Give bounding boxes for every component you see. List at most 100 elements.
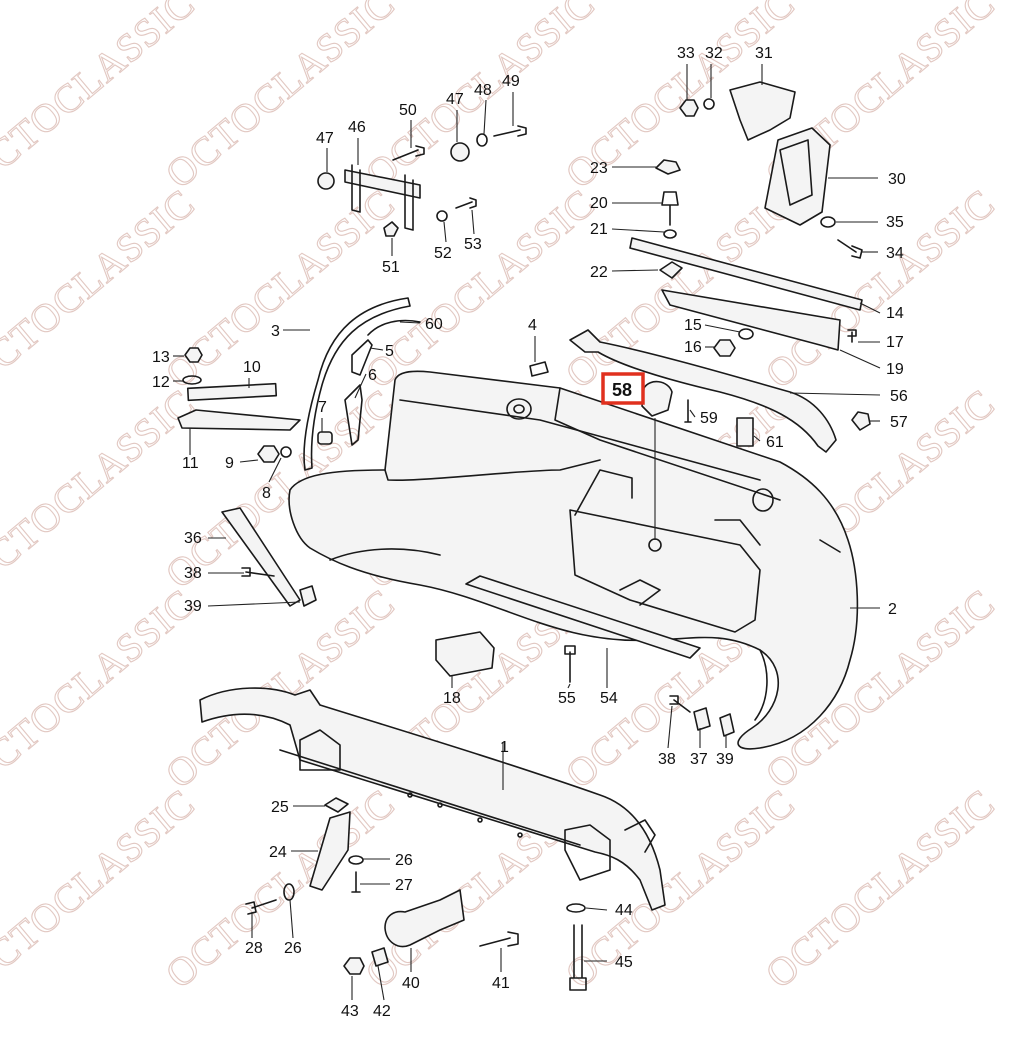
clip-part-22 [659,261,683,279]
label-22: 22 [590,264,608,281]
label-12: 12 [152,374,170,391]
label-20: 20 [590,195,608,212]
bumper-shell-part-2 [288,370,859,750]
reinforcement-beam-part-1 [199,687,666,911]
label-24: 24 [269,844,287,861]
washer-part-35 [820,216,836,228]
label-48: 48 [474,82,492,99]
label-39b: 39 [716,751,734,768]
grommet-part-47-right [450,142,470,162]
washer-part-26-lower [283,883,295,901]
leader-line [483,99,487,135]
screw-part-27 [351,871,361,893]
label-14: 14 [886,305,904,322]
leader-line [289,899,294,939]
label-28: 28 [245,940,263,957]
label-45: 45 [615,954,633,971]
leader-line [789,392,881,396]
nut-part-42 [371,947,389,967]
label-27: 27 [395,877,413,894]
label-38a: 38 [184,565,202,582]
screw-part-34 [837,239,863,259]
washer-part-21 [663,229,677,239]
bracket-part-11 [177,409,301,431]
nut-part-9 [257,445,280,463]
bolt-part-20 [661,191,679,226]
screw-part-38-left [241,567,275,577]
label-31: 31 [755,45,773,62]
label-1: 1 [500,739,509,756]
label-16: 16 [684,339,702,356]
label-7: 7 [318,399,327,416]
bushing-part-7 [317,431,333,445]
label-43: 43 [341,1003,359,1020]
leader-line [369,347,384,351]
label-4: 4 [528,317,537,334]
label-39a: 39 [184,598,202,615]
clip-part-23 [655,159,681,175]
washer-part-52 [436,210,448,222]
strip-part-54 [465,575,701,659]
leader-line [859,302,881,314]
screw-part-53 [455,197,477,209]
label-26a: 26 [395,852,413,869]
label-19: 19 [886,361,904,378]
leader-line [399,321,421,324]
screw-part-59 [684,399,692,423]
nut-part-33 [679,99,699,117]
label-9: 9 [225,455,234,472]
washer-part-32 [703,98,715,110]
label-34: 34 [886,245,904,262]
screw-part-38-right [669,695,691,713]
label-21: 21 [590,221,608,238]
label-47b: 47 [446,91,464,108]
bracket-part-6 [344,384,363,446]
label-13: 13 [152,349,170,366]
label-38b: 38 [658,751,676,768]
leader-line [585,907,608,911]
label-30: 30 [888,171,906,188]
label-49: 49 [502,73,520,90]
leader-line [377,965,385,1001]
label-54: 54 [600,690,618,707]
label-59: 59 [700,410,718,427]
grommet-part-47-left [317,172,335,190]
clip-part-57 [851,411,871,431]
mount-part-40 [384,889,465,948]
pad-part-61 [736,417,754,447]
label-52: 52 [434,245,452,262]
rail-part-14 [629,237,863,311]
label-57: 57 [890,414,908,431]
leader-line [268,457,282,483]
washer-part-8 [280,446,292,458]
label-53: 53 [464,236,482,253]
washer-part-15 [738,328,754,340]
label-40: 40 [402,975,420,992]
bolt-part-45 [569,924,587,991]
label-33: 33 [677,45,695,62]
label-51: 51 [382,259,400,276]
label-18: 18 [443,690,461,707]
label-8: 8 [262,485,271,502]
leader-line [753,435,761,442]
pad-part-10 [186,382,278,402]
label-61: 61 [766,434,784,451]
leader-line [471,209,475,235]
bolt-part-49 [493,125,527,137]
seal-strip-part-60 [367,319,421,336]
clip-part-39-left [299,585,317,607]
nut-part-25 [324,797,349,813]
label-5: 5 [385,343,394,360]
bolt-part-55 [564,645,576,683]
leader-line [239,459,259,463]
leader-line [567,683,571,689]
bracket-part-31 [729,81,796,141]
leader-lines [173,64,881,1001]
label-32: 32 [705,45,723,62]
bracket-part-5 [351,339,373,376]
leader-line [207,601,301,607]
cover-part-58 [641,380,673,417]
label-36: 36 [184,530,202,547]
screw-part-17 [847,329,857,343]
label-17: 17 [886,334,904,351]
